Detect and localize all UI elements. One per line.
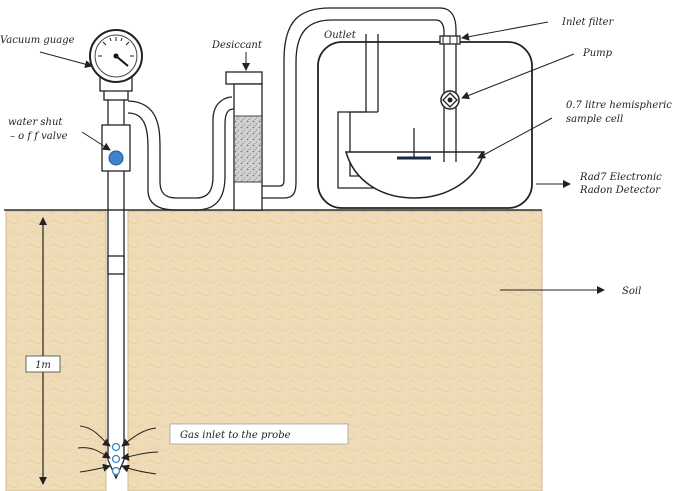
- vacuum-gauge-icon: [89, 29, 143, 101]
- hose-probe-to-desiccant: [127, 96, 235, 211]
- pump-label: Pump: [582, 48, 613, 59]
- gas-inlet-label: Gas inlet to the probe: [180, 430, 291, 441]
- sample-cell: [345, 128, 485, 199]
- soil-probe: [107, 150, 125, 480]
- gas-inlet-label-box: Gas inlet to the probe: [169, 423, 349, 445]
- filter-icon: [439, 35, 461, 45]
- soil-label: Soil: [622, 286, 641, 297]
- sample-cell-label-line1: 0.7 litre hemispheric: [566, 100, 672, 111]
- soil-block: [4, 209, 543, 491]
- outlet-label: Outlet: [324, 30, 357, 41]
- water-shutoff-label-line2: – o f f valve: [10, 131, 68, 142]
- pump-icon: [440, 90, 460, 110]
- rad7-label-line1: Rad7 Electronic: [579, 172, 662, 183]
- sample-cell-label-line2: sample cell: [566, 114, 623, 125]
- hose-desiccant-to-detector: [262, 7, 457, 199]
- depth-indicator: 1m: [25, 217, 61, 485]
- water-shutoff-label-line1: water shut: [8, 117, 63, 128]
- desiccant-column: [225, 71, 263, 211]
- depth-label: 1m: [35, 360, 51, 371]
- rad7-label-line2: Radon Detector: [579, 185, 661, 196]
- gas-inlet-arrows: [77, 425, 159, 475]
- inlet-filter-label: Inlet filter: [561, 17, 615, 28]
- pointer-arrows: [39, 21, 605, 294]
- vacuum-gauge-label: Vacuum guage: [0, 35, 75, 46]
- desiccant-label: Desiccant: [211, 40, 263, 51]
- gauge-stem: [107, 100, 125, 125]
